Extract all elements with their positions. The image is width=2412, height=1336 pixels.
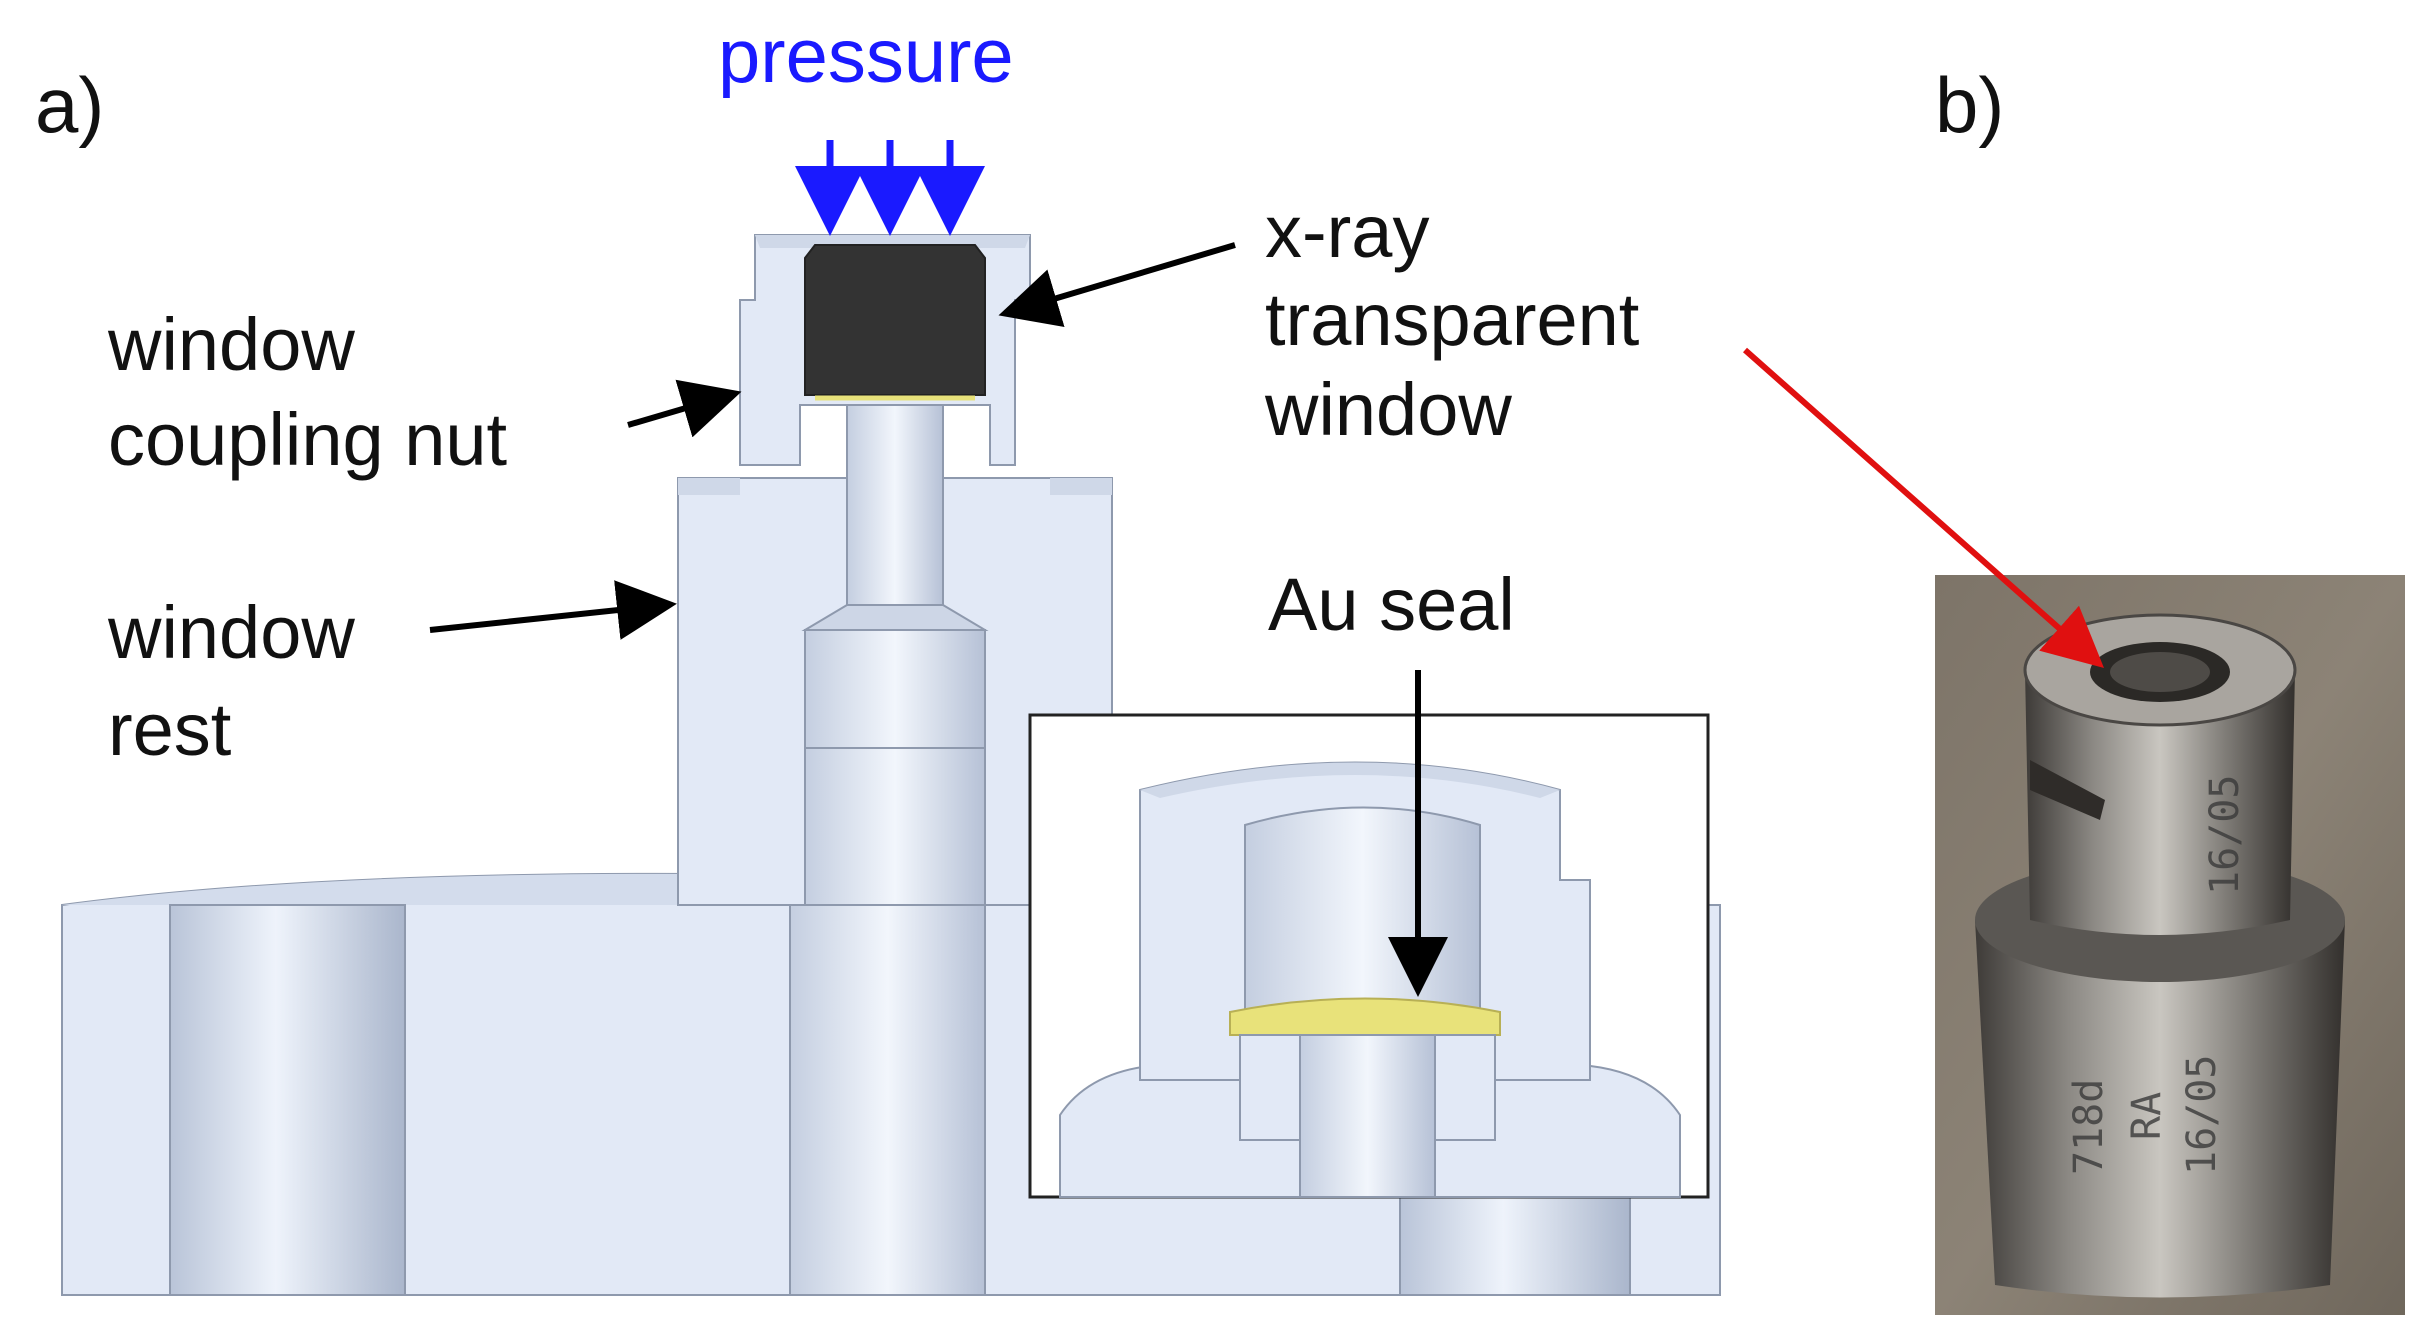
panel-label-a: a) <box>35 61 104 149</box>
base-center-bore <box>789 904 986 1296</box>
window-rest-arrow <box>429 580 677 640</box>
inset-au-seal-detail <box>1028 713 1710 1199</box>
xray-label-line3: window <box>1264 368 1512 451</box>
photo-window-arrow <box>1743 347 2104 668</box>
label-arrows <box>429 242 1448 997</box>
rest-label-line1: window <box>107 591 355 674</box>
photo-stamps: 16/05 718d RA 16/05 <box>2066 775 2248 1175</box>
xray-label-line2: transparent <box>1265 278 1640 361</box>
rest-label-line2: rest <box>108 688 232 771</box>
au-seal-ring <box>1229 997 1501 1036</box>
photo-window-assembly: 16/05 718d RA 16/05 <box>1935 575 2405 1315</box>
panel-label-b: b) <box>1935 61 2004 149</box>
pressure-arrows <box>795 140 985 236</box>
xray-label-line1: x-ray <box>1265 190 1429 273</box>
coupling-nut-arrow <box>627 379 742 438</box>
au-seal-label: Au seal <box>1268 563 1515 646</box>
xray-window-arrow <box>998 242 1236 328</box>
stamp-lower-3: 16/05 <box>2179 1055 2225 1175</box>
nut-label-line1: window <box>107 303 355 386</box>
stamp-upper: 16/05 <box>2202 775 2248 895</box>
base-left-bore <box>169 904 406 1296</box>
nut-label-line2: coupling nut <box>108 398 508 481</box>
stamp-lower-1: 718d <box>2066 1079 2112 1175</box>
stamp-lower-2: RA <box>2124 1092 2170 1140</box>
xray-window-block <box>804 244 986 396</box>
pressure-label: pressure <box>718 14 1014 99</box>
